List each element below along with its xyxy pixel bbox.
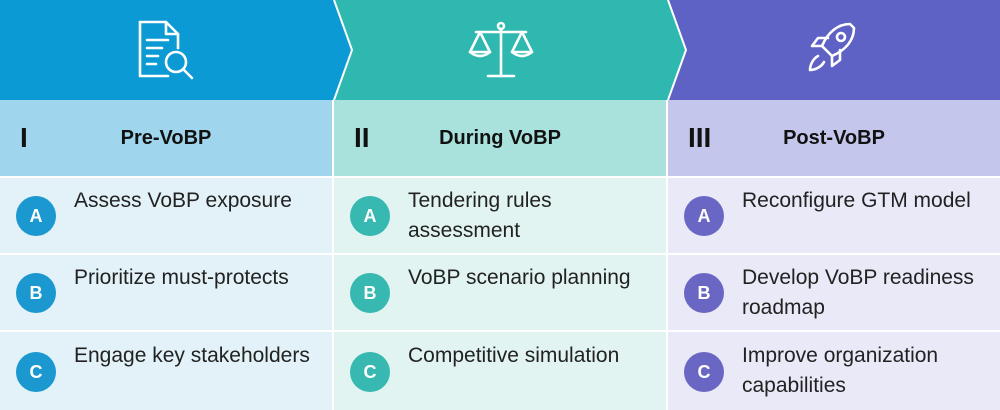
phase-column-during: II During VoBP A Tendering rules assessm…: [334, 100, 666, 410]
item-badge: C: [16, 352, 56, 392]
item-badge: B: [684, 273, 724, 313]
item-badge: A: [16, 196, 56, 236]
list-item: B Develop VoBP readiness roadmap: [668, 255, 1000, 330]
phase-chevron-band: [0, 0, 1000, 100]
item-badge: B: [16, 273, 56, 313]
list-item: C Competitive simulation: [334, 332, 666, 410]
phase-numeral: II: [354, 122, 370, 153]
item-text: Assess VoBP exposure: [74, 189, 292, 212]
list-item: B Prioritize must-protects: [0, 255, 332, 330]
document-search-icon: [132, 18, 202, 82]
phase-header: I Pre-VoBP: [0, 100, 332, 176]
list-item: B VoBP scenario planning: [334, 255, 666, 330]
phase-column-post: III Post-VoBP A Reconfigure GTM model B …: [668, 100, 1000, 410]
item-text: VoBP scenario planning: [408, 266, 631, 289]
chevron-phase-2: [334, 0, 686, 100]
list-item: A Tendering rules assessment: [334, 178, 666, 253]
item-badge: A: [350, 196, 390, 236]
phase-title: Pre-VoBP: [120, 127, 212, 149]
phase-column-pre: I Pre-VoBP A Assess VoBP exposure B Prio…: [0, 100, 332, 410]
item-text: Reconfigure GTM model: [742, 189, 971, 212]
phase-header: II During VoBP: [334, 100, 666, 176]
item-text: Engage key stakeholders: [74, 344, 310, 367]
chevron-band-graphic: [0, 0, 1000, 100]
item-text: Improve organization capabilities: [742, 344, 939, 397]
phase-title: During VoBP: [439, 127, 561, 149]
phase-numeral: III: [688, 122, 712, 153]
chevron-phase-3: [668, 0, 1000, 100]
item-text: Prioritize must-protects: [74, 266, 289, 289]
list-item: A Reconfigure GTM model: [668, 178, 1000, 253]
list-item: C Improve organization capabilities: [668, 332, 1000, 410]
item-badge: A: [684, 196, 724, 236]
chevron-divider-2: [667, 0, 688, 100]
phase-numeral: I: [20, 122, 28, 153]
chevron-phase-1: [0, 0, 352, 100]
phase-header: III Post-VoBP: [668, 100, 1000, 176]
rocket-icon: [798, 18, 868, 82]
chevron-divider-1: [333, 0, 354, 100]
item-text: Develop VoBP readiness roadmap: [742, 266, 974, 319]
phase-title: Post-VoBP: [783, 127, 885, 149]
item-badge: C: [684, 352, 724, 392]
item-text: Tendering rules assessment: [408, 189, 552, 242]
list-item: A Assess VoBP exposure: [0, 178, 332, 253]
item-text: Competitive simulation: [408, 344, 620, 367]
scales-icon: [466, 18, 536, 82]
list-item: C Engage key stakeholders: [0, 332, 332, 410]
item-badge: C: [350, 352, 390, 392]
item-badge: B: [350, 273, 390, 313]
